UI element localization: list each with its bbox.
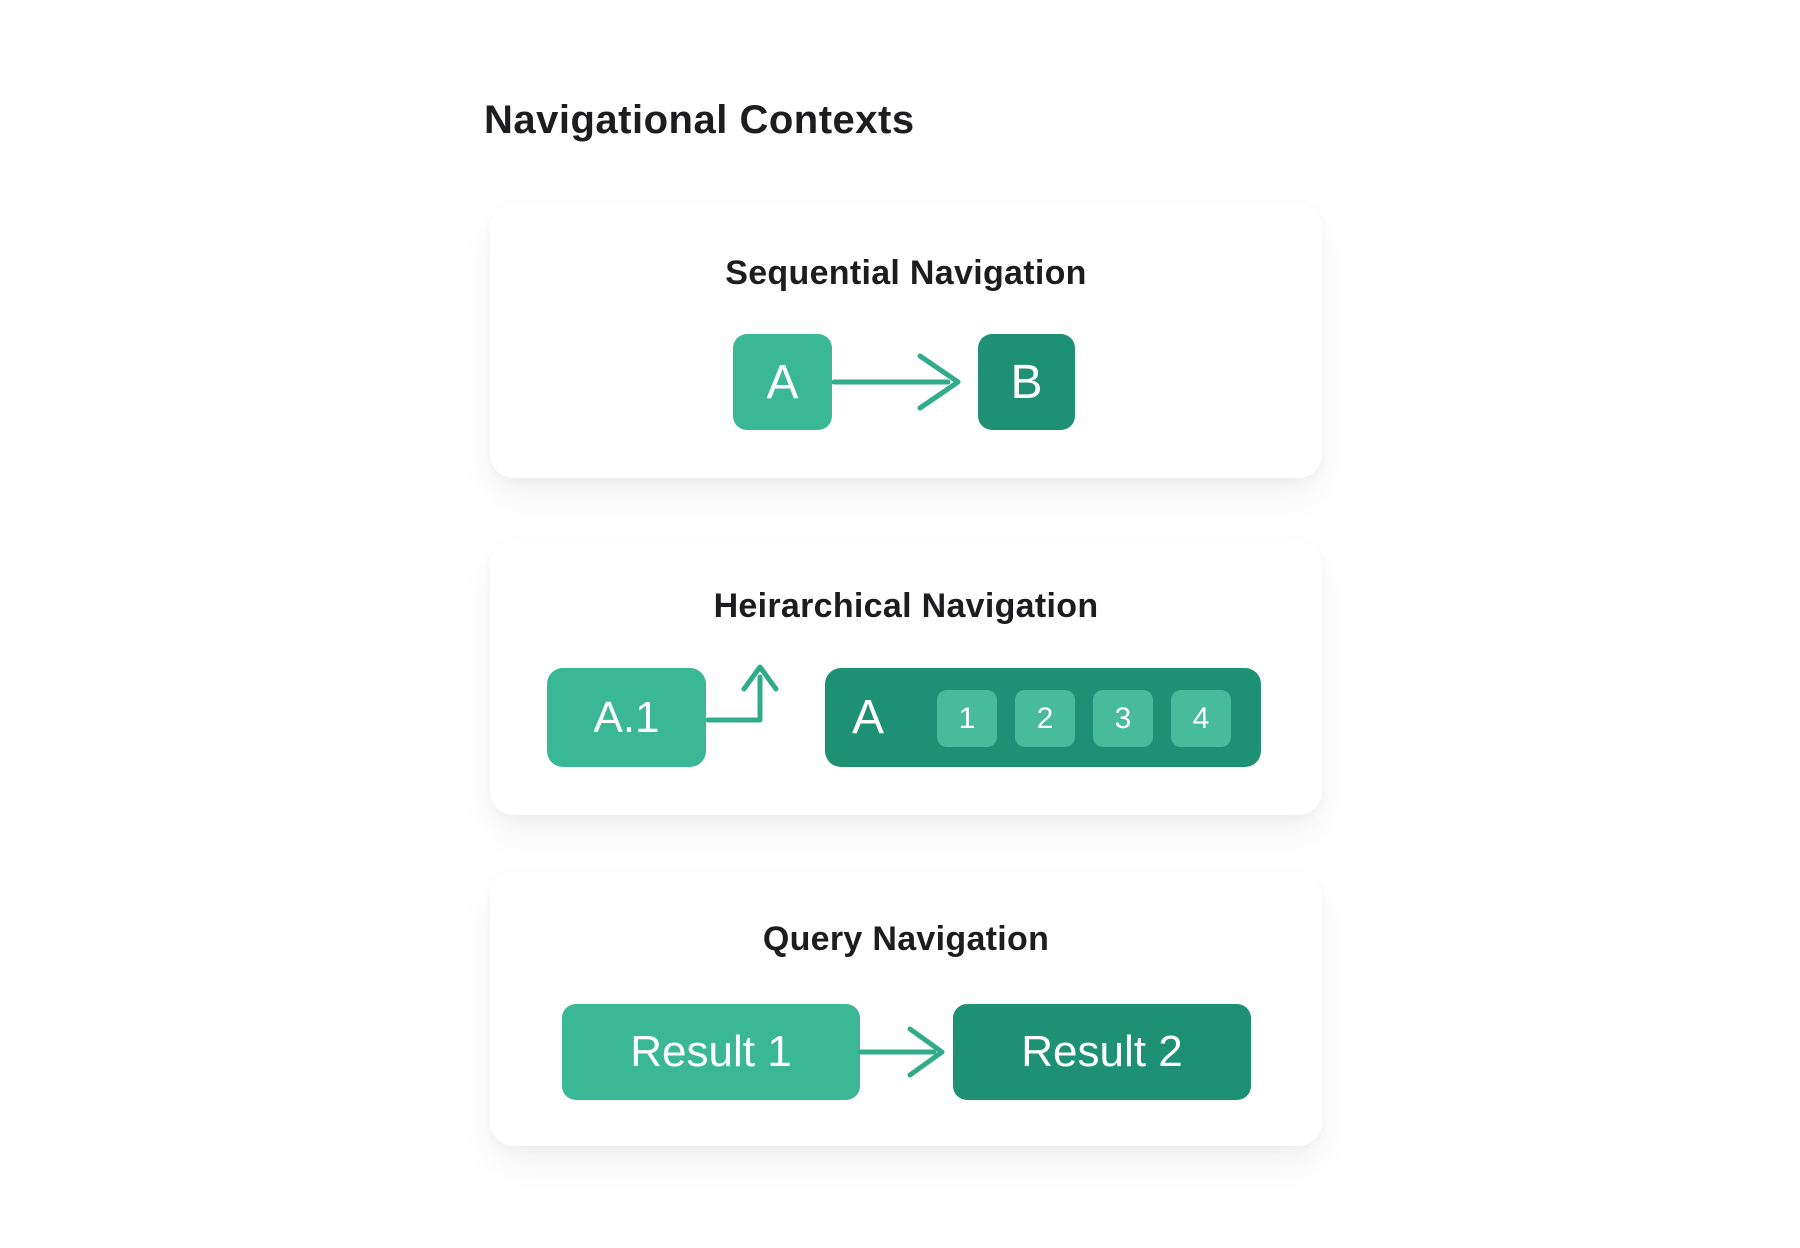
child-node-2: 2 — [1015, 690, 1075, 747]
child-nodes-row: 1 2 3 4 — [937, 690, 1231, 747]
node-a: A — [733, 334, 832, 430]
child-node-1: 1 — [937, 690, 997, 747]
parent-node-bar: A 1 2 3 4 — [825, 668, 1261, 767]
card-hierarchical-navigation: Heirarchical Navigation A.1 A 1 2 3 4 — [490, 541, 1322, 815]
parent-node-label: A — [852, 691, 885, 744]
query-heading: Query Navigation — [762, 920, 1050, 958]
sequential-heading: Sequential Navigation — [725, 254, 1087, 292]
elbow-up-arrow-icon — [706, 664, 779, 723]
card-query-navigation: Query Navigation Result 1 Result 2 — [490, 872, 1322, 1146]
node-b: B — [978, 334, 1075, 430]
node-a1: A.1 — [547, 668, 706, 767]
node-result-2: Result 2 — [953, 1004, 1251, 1100]
page-title: Navigational Contexts — [484, 98, 915, 142]
child-node-4: 4 — [1171, 690, 1231, 747]
node-result-1: Result 1 — [562, 1004, 860, 1100]
hierarchical-heading: Heirarchical Navigation — [713, 587, 1099, 625]
card-sequential-navigation: Sequential Navigation A B — [490, 204, 1322, 478]
child-node-3: 3 — [1093, 690, 1153, 747]
arrow-right-icon — [858, 1026, 945, 1078]
arrow-right-icon — [832, 353, 961, 411]
